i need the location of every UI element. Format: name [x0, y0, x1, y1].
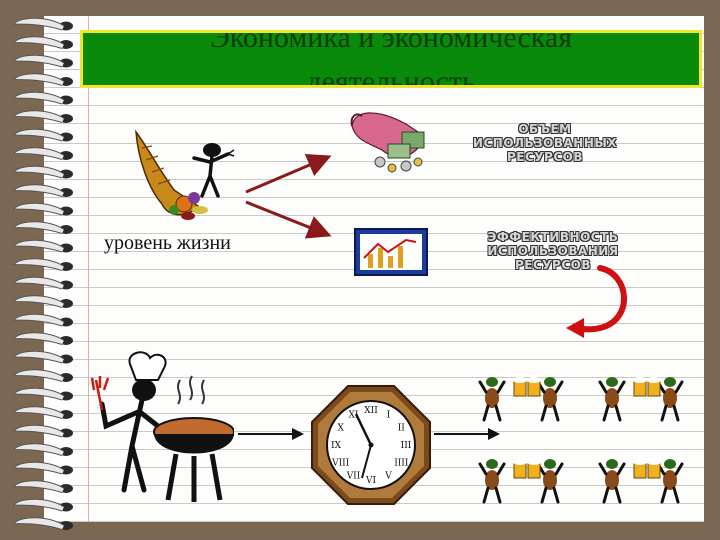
- page-title: Экономика и экономическая: [209, 30, 573, 54]
- binding-ring: [12, 517, 65, 530]
- binding-ring: [12, 313, 65, 327]
- spiral-binding: [12, 17, 73, 530]
- beer-mugs: [513, 459, 541, 479]
- chart-icon: [354, 228, 428, 276]
- clock-numeral: IIII: [394, 459, 409, 469]
- arrow-to-clock: [238, 428, 304, 440]
- arrow-to-people: [434, 428, 500, 440]
- celebrating-person: [598, 459, 626, 504]
- binding-ring: [12, 147, 65, 160]
- money-cornucopia-icon: [350, 112, 425, 173]
- title-box: Экономика и экономическая деятельность: [80, 30, 702, 88]
- clock-numeral: VII: [346, 471, 361, 481]
- chef-figure-icon: [84, 350, 94, 360]
- celebrating-people-icon: [478, 377, 684, 504]
- resources-used-line3: РЕСУРСОВ: [507, 150, 583, 164]
- binding-ring: [12, 54, 65, 68]
- binding-ring: [12, 258, 65, 271]
- clock-numeral: I: [387, 411, 391, 421]
- binding-ring: [12, 295, 65, 308]
- binding-ring: [12, 387, 65, 401]
- page-title-line2: деятельность: [306, 65, 476, 88]
- binding-ring: [12, 350, 65, 364]
- binding-ring: [12, 91, 65, 105]
- beer-mugs: [513, 377, 541, 397]
- binding-ring: [12, 128, 65, 142]
- celebrating-person: [478, 377, 506, 422]
- clock-numeral: VIII: [331, 459, 350, 469]
- binding-ring: [12, 221, 65, 234]
- beer-mugs: [633, 377, 661, 397]
- clock-numeral: XI: [349, 411, 359, 421]
- celebrating-person: [536, 459, 564, 504]
- resources-used-line2: ИСПОЛЬЗОВАННЫХ: [472, 136, 618, 150]
- binding-ring: [12, 332, 65, 345]
- efficiency-line3: РЕСУРСОВ: [515, 258, 591, 272]
- celebrating-person: [656, 459, 684, 504]
- living-standard-label: уровень жизни: [104, 232, 231, 254]
- binding-ring: [12, 406, 65, 419]
- clock-numeral: VI: [365, 476, 376, 486]
- curved-arrow-icon: [566, 265, 627, 338]
- binding-ring: [12, 36, 65, 49]
- binding-ring: [12, 424, 65, 438]
- beer-mugs: [633, 459, 661, 479]
- binding-ring: [12, 443, 65, 456]
- clock-numeral: V: [384, 471, 392, 481]
- clock-numeral: XII: [364, 406, 378, 416]
- cornucopia-icon: [135, 129, 208, 220]
- binding-ring: [12, 276, 65, 290]
- celebrating-person: [598, 377, 626, 422]
- binding-ring: [12, 369, 65, 382]
- dancing-figure-icon: [192, 143, 235, 198]
- binding-ring: [12, 110, 65, 123]
- margin-line: [88, 16, 89, 522]
- resources-used-line1: ОБЪЕМ: [518, 122, 572, 136]
- binding-ring: [12, 73, 65, 86]
- celebrating-person: [536, 377, 564, 422]
- binding-ring: [12, 498, 65, 512]
- binding-ring: [12, 461, 65, 475]
- binding-ring: [12, 239, 65, 253]
- grill-icon: [90, 351, 234, 502]
- clock-numeral: X: [337, 424, 344, 434]
- efficiency-heading: ЭФФЕКТИВНОСТЬ ИСПОЛЬЗОВАНИЯ РЕСУРСОВ: [478, 230, 628, 272]
- binding-ring: [12, 480, 65, 493]
- clock-numeral: IX: [331, 441, 342, 451]
- celebrating-person: [478, 459, 506, 504]
- celebrating-person: [656, 377, 684, 422]
- clock-numeral: II: [398, 424, 406, 434]
- diverging-arrows: [245, 153, 332, 239]
- binding-ring: [12, 17, 65, 31]
- efficiency-line1: ЭФФЕКТИВНОСТЬ: [487, 230, 619, 244]
- resources-used-heading: ОБЪЕМ ИСПОЛЬЗОВАННЫХ РЕСУРСОВ: [470, 122, 620, 164]
- binding-ring: [12, 165, 65, 179]
- binding-ring: [12, 202, 65, 216]
- clock-numeral: III: [401, 441, 412, 451]
- efficiency-line2: ИСПОЛЬЗОВАНИЯ: [487, 244, 619, 258]
- binding-ring: [12, 184, 65, 197]
